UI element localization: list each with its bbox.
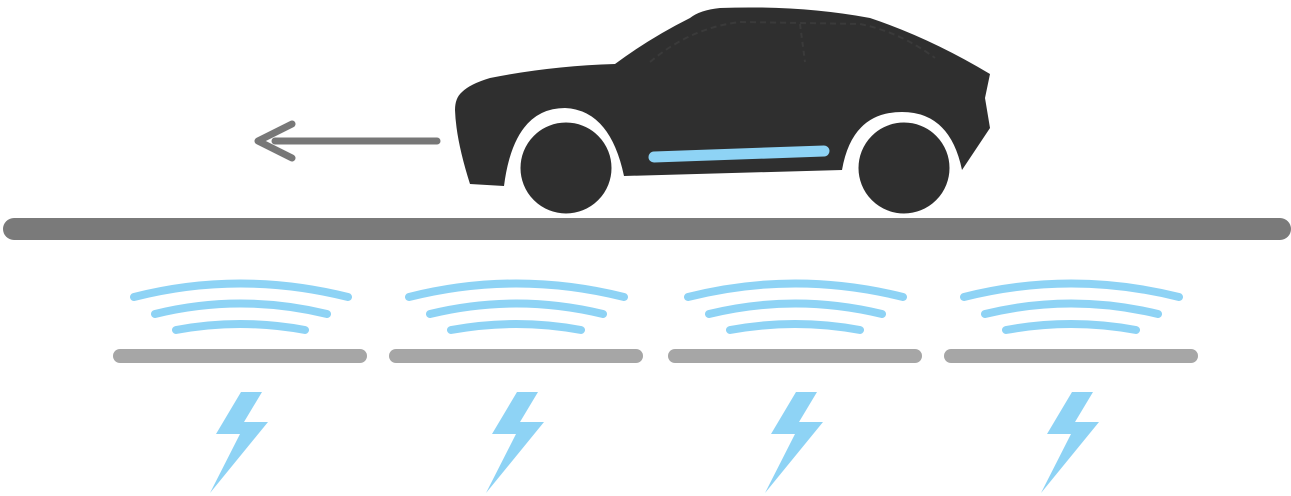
charging-segment-1 (120, 284, 360, 494)
lightning-bolt-icon (765, 392, 823, 493)
charging-segment-2 (396, 284, 636, 494)
wireless-wave-icon (409, 284, 624, 331)
rear-wheel (855, 119, 953, 217)
charging-segment-3 (675, 284, 915, 494)
front-wheel (517, 119, 615, 217)
receiver-pad-icon (654, 151, 824, 157)
wireless-wave-icon (134, 284, 348, 331)
lightning-bolt-icon (210, 392, 268, 493)
charging-segment-4 (951, 284, 1191, 494)
lightning-bolt-icon (486, 392, 544, 493)
wireless-wave-icon (688, 284, 903, 331)
suv-car-icon (455, 7, 990, 217)
wireless-wave-icon (964, 284, 1179, 331)
arrow-left-icon (258, 124, 437, 158)
lightning-bolt-icon (1041, 392, 1099, 493)
